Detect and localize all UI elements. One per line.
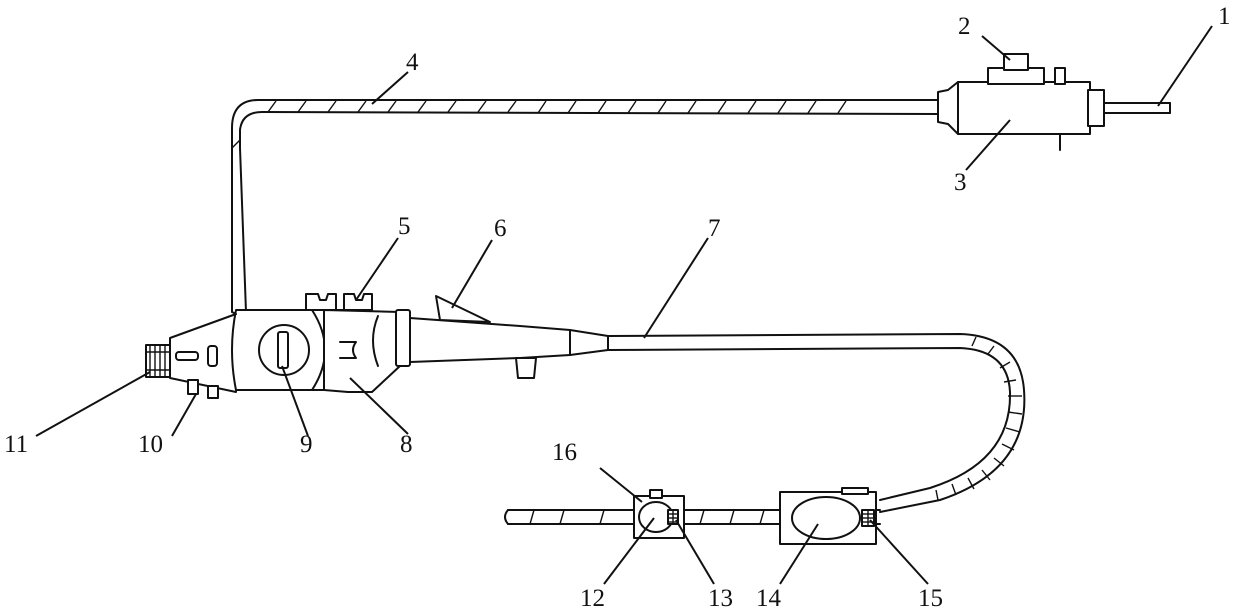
upper-cable-hatching (232, 101, 846, 148)
flexible-tube-hatching (936, 337, 1022, 500)
label-12: 12 (580, 585, 605, 612)
label-16: 16 (552, 439, 577, 466)
small-balloon-assembly (634, 490, 684, 538)
connector-body (938, 54, 1170, 150)
large-balloon-assembly (780, 488, 876, 544)
upper-cable (232, 100, 940, 312)
label-10: 10 (138, 431, 163, 458)
label-6: 6 (494, 215, 507, 242)
label-9: 9 (300, 431, 313, 458)
label-11: 11 (4, 431, 28, 458)
label-2: 2 (958, 13, 971, 40)
label-14: 14 (756, 585, 782, 612)
handle-body (146, 294, 410, 398)
insertion-neck (410, 296, 608, 378)
label-1: 1 (1218, 3, 1231, 30)
label-8: 8 (400, 431, 413, 458)
label-7: 7 (708, 215, 721, 242)
label-15: 15 (918, 585, 943, 612)
flexible-tube (608, 334, 1024, 512)
label-13: 13 (708, 585, 733, 612)
label-5: 5 (398, 213, 411, 240)
label-4: 4 (406, 49, 419, 76)
label-3: 3 (954, 169, 967, 196)
